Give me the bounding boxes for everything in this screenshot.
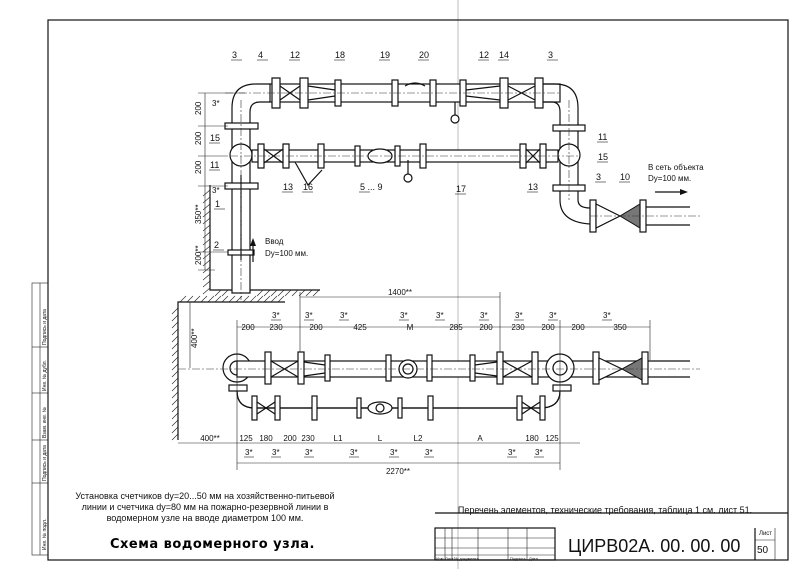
weld-mark: 3* (305, 311, 313, 320)
weld-mark: 3* (245, 448, 253, 457)
outlet-label: В сеть объекта (648, 163, 704, 172)
weld-mark: 3* (390, 448, 398, 457)
inlet-size: Dy=100 мм. (265, 249, 308, 258)
callout-number: 10 (620, 172, 630, 182)
callout-number: 14 (499, 50, 509, 60)
dimension-label: 285 (449, 323, 463, 332)
scheme-caption: Схема водомерного узла. (110, 537, 315, 552)
weld-mark: 3* (436, 311, 444, 320)
callout-number: 1 (215, 199, 220, 209)
weld-mark: 3* (425, 448, 433, 457)
weld-mark: 3* (305, 448, 313, 457)
dimension-label: 200 (194, 131, 203, 145)
title-col-date: Дата (529, 556, 538, 561)
outlet-size: Dy=100 мм. (648, 174, 691, 183)
dimension-label: 200** (194, 245, 203, 265)
sheet-number: 50 (757, 545, 769, 556)
bottom-scheme (171, 292, 700, 470)
callout-number: 16 (303, 182, 313, 192)
dimension-label: 200 (309, 323, 323, 332)
weld-mark: 3* (603, 311, 611, 320)
side-stamp-cell: Подпись и дата (42, 445, 48, 481)
dimension-label: L2 (414, 434, 423, 443)
callout-number: 18 (335, 50, 345, 60)
dimension-overall-bottom: 2270** (386, 467, 410, 476)
side-stamp-cell: Подпись и дата (42, 309, 48, 345)
weld-mark: 3* (272, 448, 280, 457)
callout-number: 15 (598, 152, 608, 162)
callout-number: 13 (528, 182, 538, 192)
dimension-label: 180 (525, 434, 539, 443)
callout-number: 2 (214, 240, 219, 250)
side-stamp-cell: Инв. № дубл. (42, 360, 48, 391)
callout-number: 3 (548, 50, 553, 60)
installation-note: Установка счетчиков dy=20...50 мм на хоз… (75, 491, 335, 523)
weld-mark: 3* (212, 99, 220, 108)
dimension-label: 350** (194, 204, 203, 224)
dimension-wall-offset: 400** (190, 328, 199, 348)
dimension-label: 200 (241, 323, 255, 332)
top-scheme (198, 77, 700, 300)
title-block (434, 512, 788, 561)
weld-mark: 3* (350, 448, 358, 457)
dimension-label: L1 (334, 434, 343, 443)
dimension-label: 180 (259, 434, 273, 443)
dimension-label: 350 (613, 323, 627, 332)
callout-number: 11 (598, 132, 607, 142)
weld-mark: 3* (340, 311, 348, 320)
callout-number: 15 (210, 133, 220, 143)
inlet-label: Ввод (265, 237, 284, 246)
dimension-label: 125 (545, 434, 559, 443)
dimension-label: A (477, 434, 483, 443)
weld-mark: 3* (508, 448, 516, 457)
bend-left (231, 83, 270, 128)
weld-mark: 3* (272, 311, 280, 320)
weld-mark: 3* (212, 186, 220, 195)
dimension-label: 200 (194, 160, 203, 174)
title-col-sheet: Лист (445, 556, 454, 561)
dimension-label: M (407, 323, 414, 332)
dimension-label: 230 (269, 323, 283, 332)
side-stamp-cell: Инв. № подл. (42, 518, 48, 550)
elements-reference-note: Перечень элементов, технические требован… (457, 505, 753, 515)
dimension-label: 425 (353, 323, 367, 332)
dimension-label: 400** (200, 434, 220, 443)
dimension-label: 230 (511, 323, 525, 332)
dimension-label: 200 (571, 323, 585, 332)
callout-number: 3 (232, 50, 237, 60)
dimension-overall-top: 1400** (388, 288, 412, 297)
title-col-signature: Подпись (510, 556, 526, 561)
weld-mark: 3* (549, 311, 557, 320)
dimension-label: 200 (479, 323, 493, 332)
title-col-change: Изм (436, 556, 444, 561)
weld-mark: 3* (480, 311, 488, 320)
sheet-label: Лист (759, 531, 773, 537)
title-col-document: № документа (454, 556, 479, 561)
dimension-label: 200 (283, 434, 297, 443)
callout-number: 11 (210, 160, 219, 170)
weld-mark: 3* (515, 311, 523, 320)
dimension-label: 230 (301, 434, 315, 443)
document-code: ЦИРВ02А. 00. 00. 00 (568, 536, 741, 556)
callout-number: 12 (479, 50, 489, 60)
callout-number: 3 (596, 172, 601, 182)
dimension-label: 125 (239, 434, 253, 443)
dimension-label: 200 (194, 101, 203, 115)
callout-number: 12 (290, 50, 300, 60)
callout-number: 5 ... 9 (360, 182, 383, 192)
callout-number: 20 (419, 50, 429, 60)
dimension-label: L (378, 434, 383, 443)
weld-mark: 3* (400, 311, 408, 320)
callout-number: 13 (283, 182, 293, 192)
callout-number: 4 (258, 50, 263, 60)
callout-number: 19 (380, 50, 390, 60)
callout-number: 17 (456, 184, 466, 194)
side-stamp-cell: Взам. инв. № (42, 407, 48, 438)
weld-mark: 3* (535, 448, 543, 457)
dimension-label: 200 (541, 323, 555, 332)
